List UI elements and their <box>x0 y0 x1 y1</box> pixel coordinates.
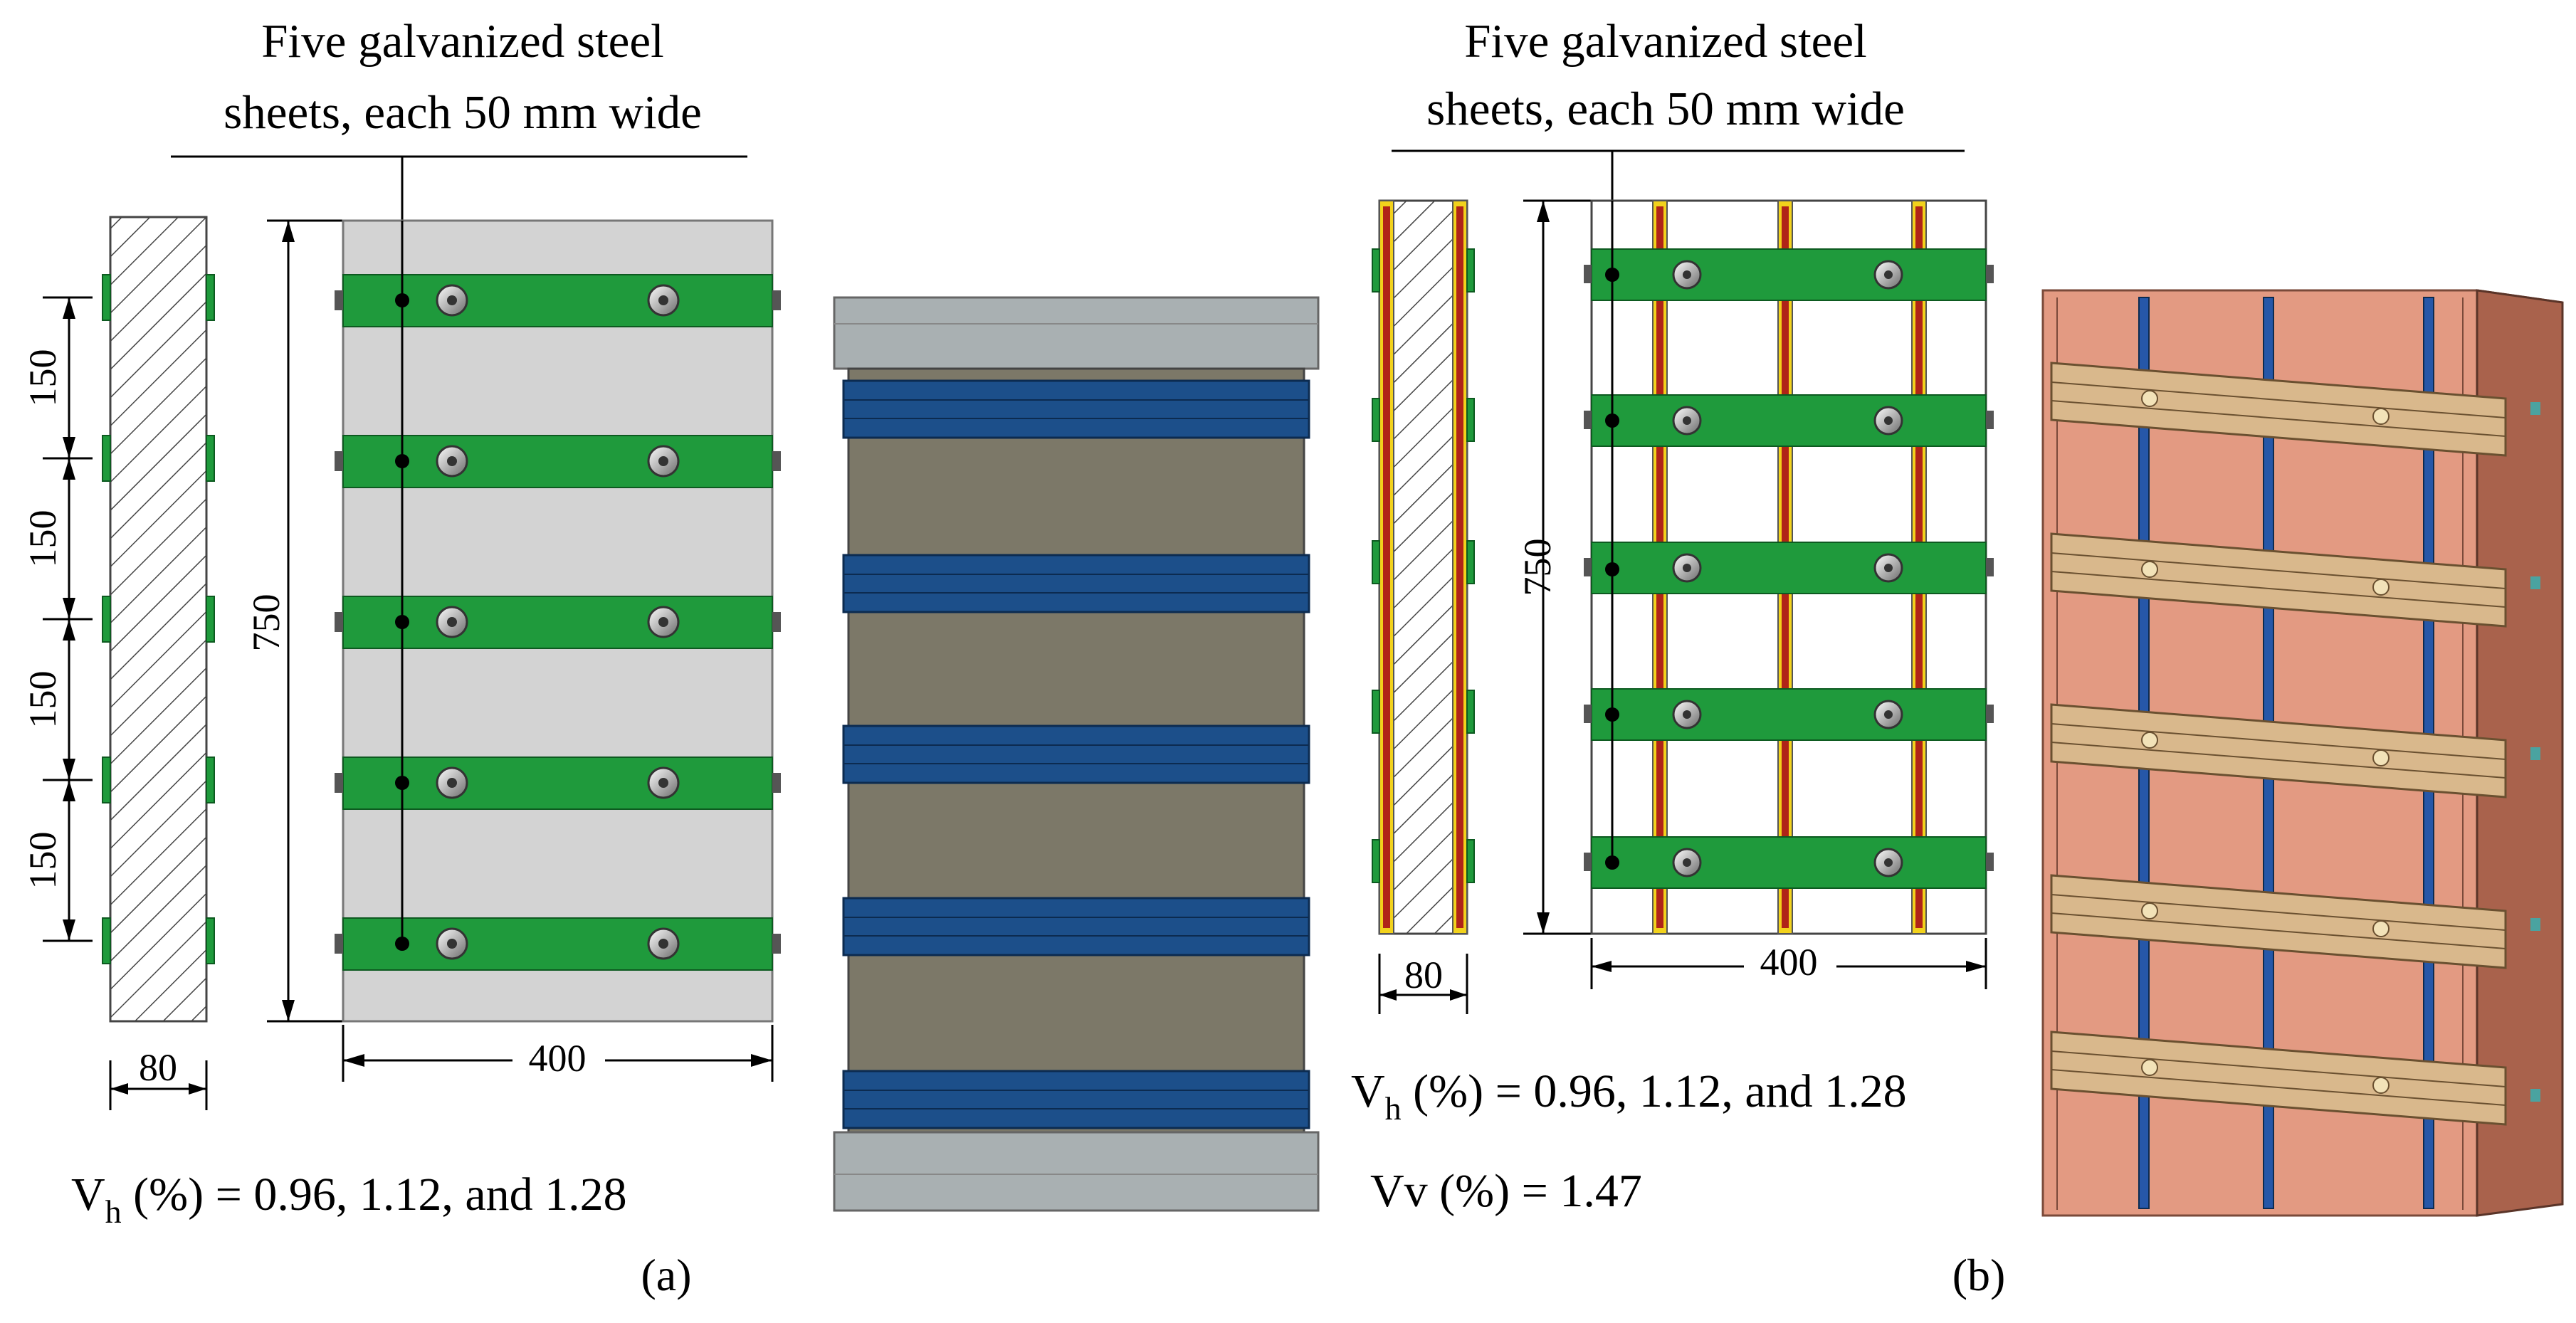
panel-b: Five galvanized steel sheets, each 50 mm… <box>1351 15 2564 1300</box>
height-dim-b-arrows <box>1537 201 1550 934</box>
height-dim-a-label: 750 <box>245 594 288 652</box>
height-dim-a <box>267 219 345 1023</box>
height-dim-a-arrows <box>282 221 295 1021</box>
fe-b-strap-lines <box>2051 381 2506 1106</box>
sheet-b-2 <box>1584 394 1994 447</box>
spacing-arrows <box>63 297 75 941</box>
vh-equation-b: Vh (%) = 0.96, 1.12, and 1.28 <box>1351 1065 1907 1127</box>
sheet-b-4 <box>1584 688 1994 741</box>
sheet-b-5 <box>1584 836 1994 889</box>
steel-sheets-b <box>1584 248 1994 889</box>
height-dim-b-label: 750 <box>1516 539 1559 596</box>
steel-sheets-a <box>335 274 781 971</box>
vh-equation-a: Vh (%) = 0.96, 1.12, and 1.28 <box>71 1169 627 1230</box>
spacing-dim-1: 150 <box>21 349 64 407</box>
fe-model-b <box>2041 289 2564 1217</box>
fe-b-side-face <box>2476 289 2564 1217</box>
callout-b-line2: sheets, each 50 mm wide <box>1426 83 1905 135</box>
fe-a-straps <box>842 379 1310 1129</box>
spacing-dim-3: 150 <box>21 671 64 729</box>
fe-a-strap-lines <box>843 399 1309 1109</box>
thickness-dim-a-label: 80 <box>139 1046 177 1089</box>
fe-b-bolt-ends <box>2530 402 2540 1102</box>
width-dim-b-label: 400 <box>1760 941 1818 984</box>
callout-b-line1: Five galvanized steel <box>1464 15 1867 68</box>
section-a-wall <box>109 216 208 1023</box>
callout-a-line2: sheets, each 50 mm wide <box>224 86 702 139</box>
width-dim-a-arrows <box>343 1054 772 1067</box>
label-a: (a) <box>641 1250 691 1300</box>
thickness-dim-a-arrows <box>110 1083 206 1095</box>
sheet-a-1 <box>335 274 781 327</box>
sheet-a-4 <box>335 757 781 810</box>
sheet-a-3 <box>335 596 781 649</box>
sheet-b-3 <box>1584 542 1994 594</box>
section-a-sheets <box>102 274 215 964</box>
sheet-b-1 <box>1584 248 1994 301</box>
spacing-dim-4: 150 <box>21 832 64 890</box>
panel-a: Five galvanized steel sheets, each 50 mm… <box>21 15 1320 1300</box>
section-b-vertical-bars <box>1379 200 1468 934</box>
sheet-a-2 <box>335 435 781 488</box>
width-dim-b-arrows <box>1592 961 1986 972</box>
fe-a-top-plate <box>833 296 1320 370</box>
fe-model-a <box>833 296 1320 1212</box>
vv-equation-b: Vv (%) = 1.47 <box>1370 1165 1642 1217</box>
spacing-dim-2: 150 <box>21 510 64 568</box>
width-dim-a-label: 400 <box>529 1037 587 1080</box>
sheet-a-5 <box>335 917 781 971</box>
callout-a-line1: Five galvanized steel <box>261 15 664 68</box>
thickness-dim-b-label: 80 <box>1404 954 1443 996</box>
section-b-sheets <box>1372 248 1475 883</box>
fe-a-bottom-plate <box>833 1131 1320 1212</box>
height-dim-b <box>1523 199 1592 935</box>
thickness-dim-b-arrows <box>1379 989 1467 1001</box>
fe-b-bolts <box>2141 390 2390 1094</box>
label-b: (b) <box>1952 1250 2006 1300</box>
